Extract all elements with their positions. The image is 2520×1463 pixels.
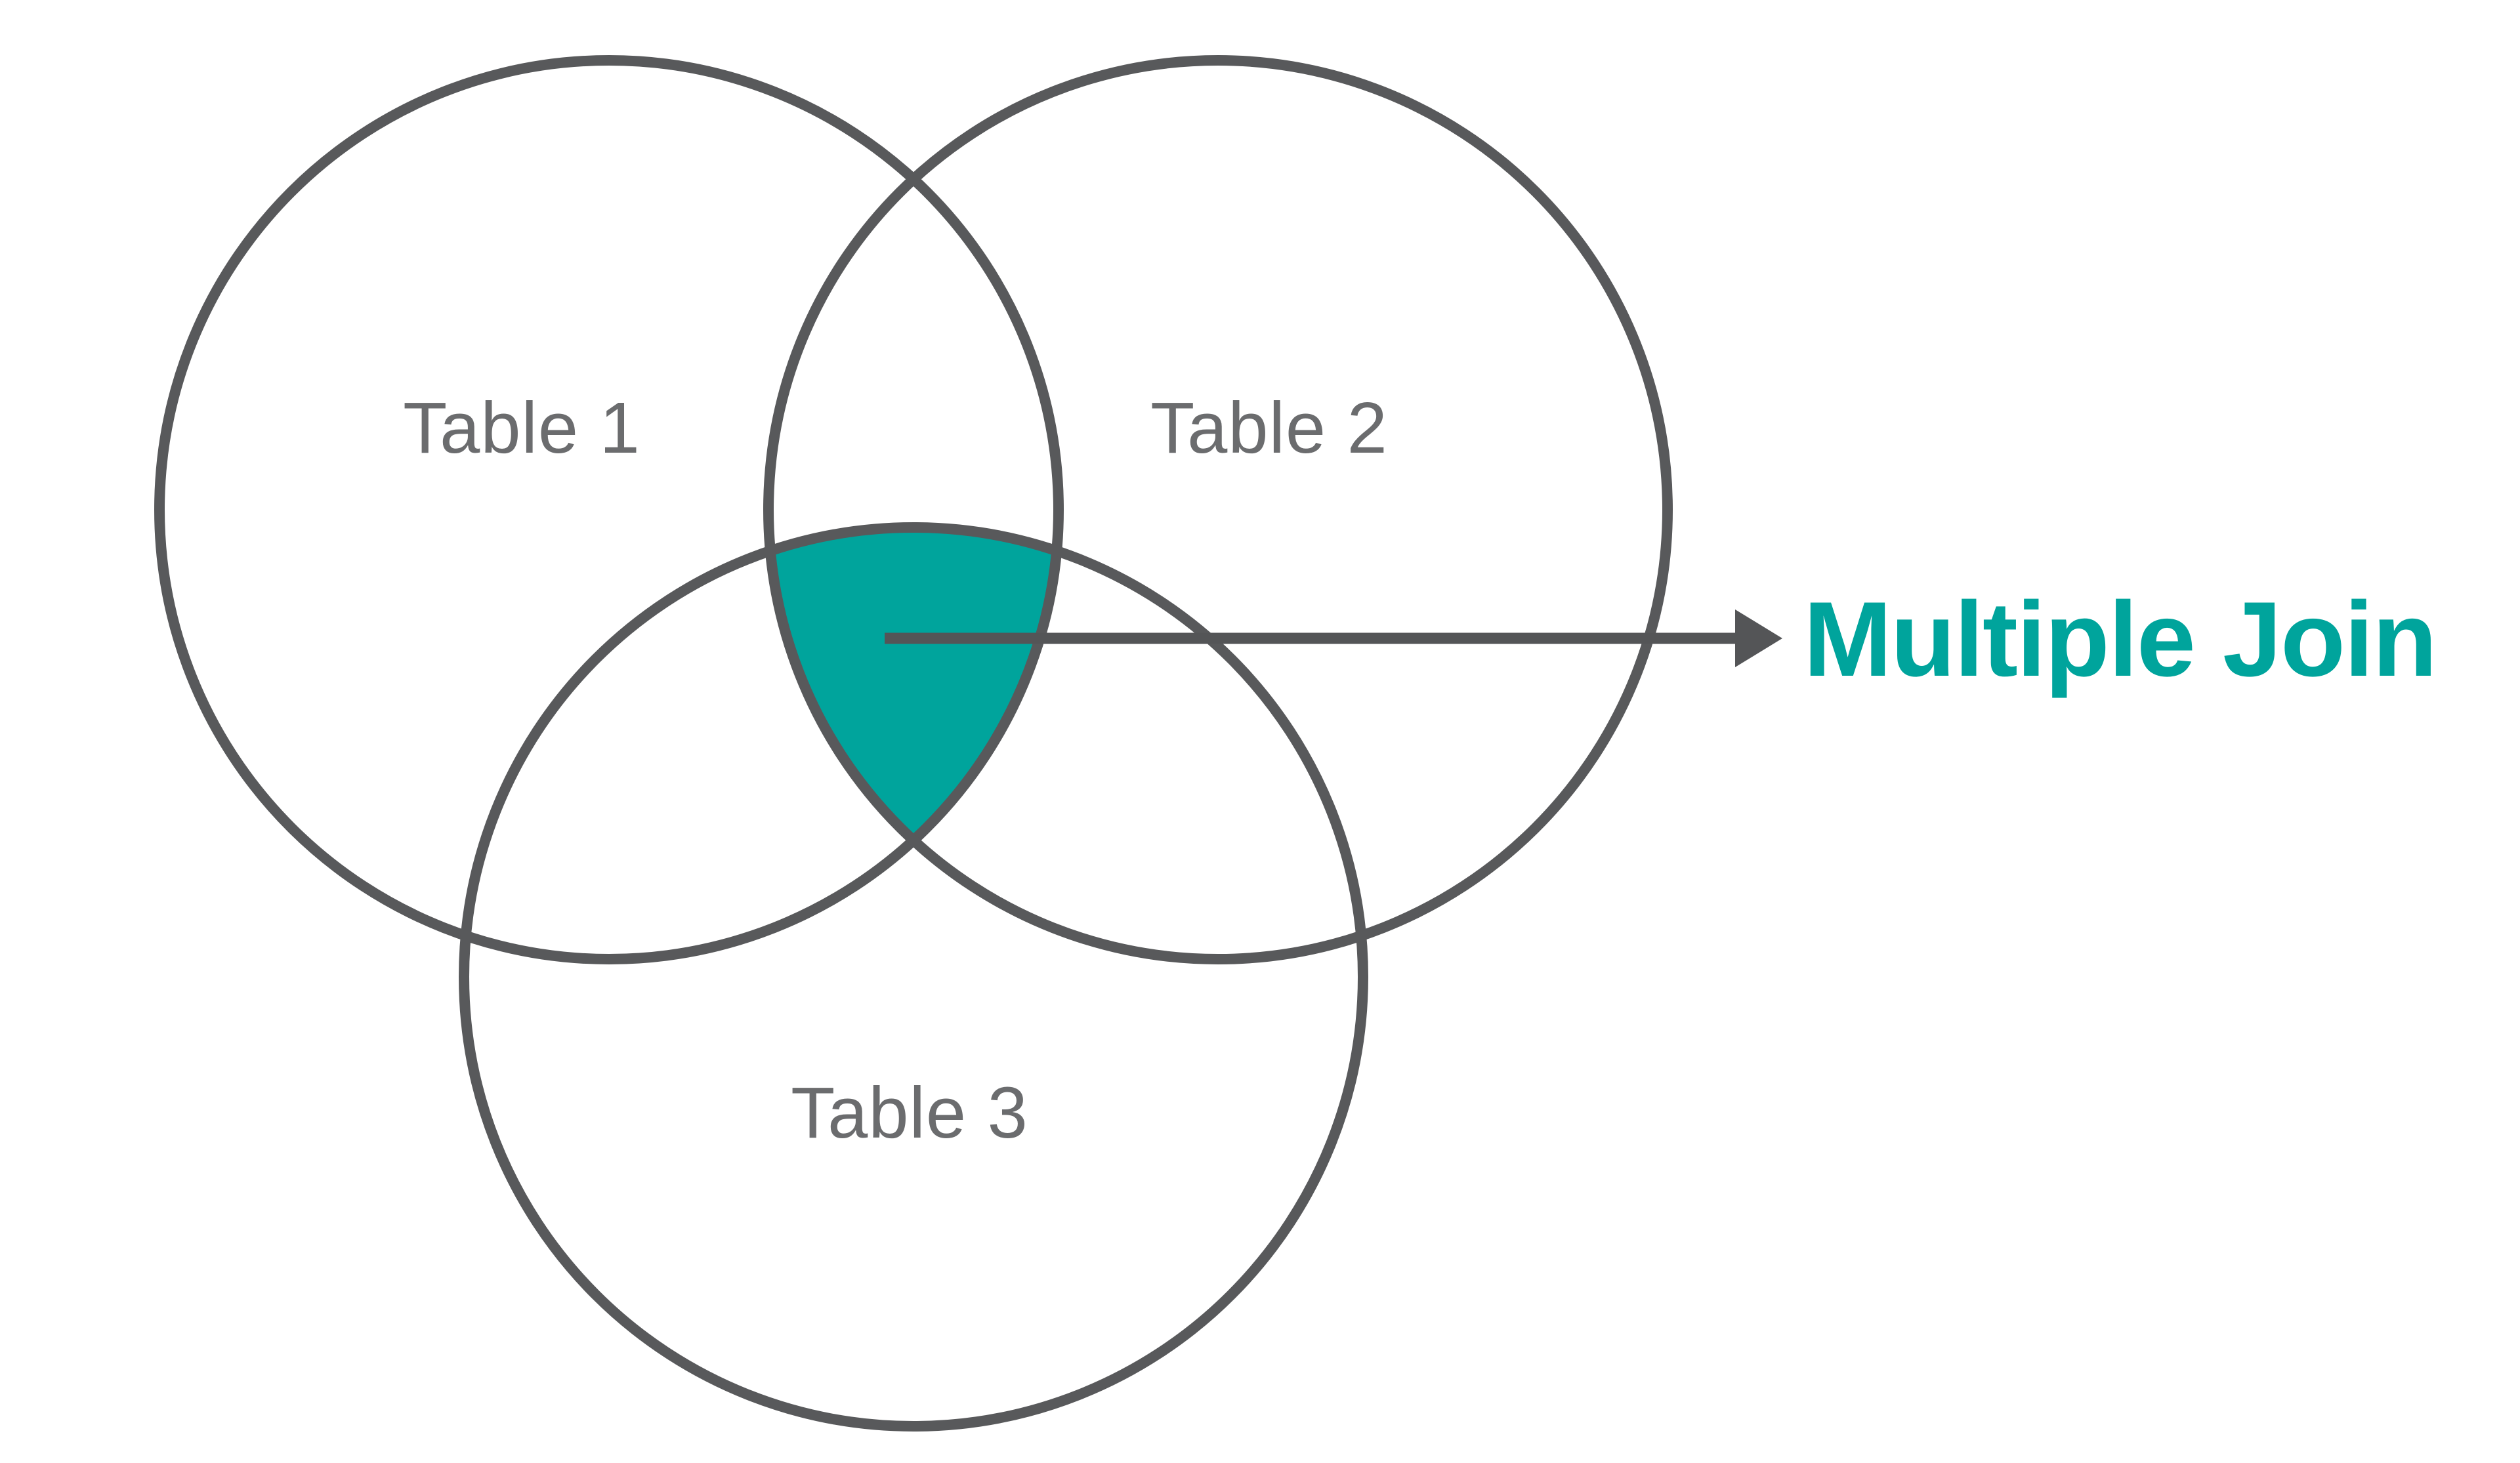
annotation-label: Multiple Join: [1803, 580, 2436, 699]
intersection-region: [770, 527, 1057, 840]
label-table-3: Table 3: [791, 1073, 1028, 1153]
circle-table-2: [763, 55, 1673, 964]
label-table-1: Table 1: [403, 388, 640, 468]
annotation-arrowhead-icon: [1735, 609, 1782, 667]
annotation-arrow: [885, 609, 1782, 667]
circle-table-3: [459, 522, 1368, 1432]
label-table-2: Table 2: [1150, 388, 1388, 468]
circle-outlines: [154, 55, 1673, 1432]
circle-table-1: [154, 55, 1064, 964]
